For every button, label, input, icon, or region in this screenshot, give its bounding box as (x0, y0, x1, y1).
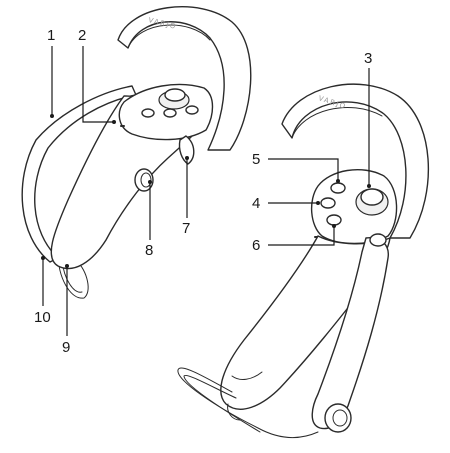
left-lanyard (57, 257, 89, 299)
callout-1: 1 (47, 27, 55, 44)
right-bottom-knob (324, 403, 352, 433)
callout-5: 5 (252, 151, 260, 168)
callout-8: 8 (145, 242, 153, 259)
right-strap-clip (369, 233, 387, 247)
right-button-4[interactable] (320, 197, 336, 209)
callout-2: 2 (78, 27, 86, 44)
callout-4: 4 (252, 195, 260, 212)
callout-10: 10 (34, 309, 51, 326)
callout-3: 3 (364, 50, 372, 67)
callout-labels: 1 2 3 4 5 6 7 8 9 10 (34, 27, 372, 356)
callout-leaders (41, 46, 371, 336)
right-controller: VARJO (177, 83, 430, 439)
left-button-c[interactable] (185, 105, 199, 115)
left-joystick-cap[interactable] (164, 88, 186, 102)
right-button-5[interactable] (330, 182, 346, 194)
right-tracking-ring (281, 83, 430, 239)
left-status-led (120, 125, 125, 127)
callout-9: 9 (62, 339, 70, 356)
left-button-b[interactable] (163, 108, 177, 118)
left-trigger[interactable] (178, 135, 195, 165)
right-handle (220, 235, 391, 410)
callout-7: 7 (182, 220, 190, 237)
right-lanyard (177, 367, 319, 439)
callout-6: 6 (252, 237, 260, 254)
right-button-6[interactable] (326, 214, 342, 226)
right-joystick-cap[interactable] (360, 188, 384, 206)
left-button-a[interactable] (141, 108, 155, 118)
left-tracking-ring (117, 6, 252, 151)
left-controller: VARJO (21, 6, 252, 299)
